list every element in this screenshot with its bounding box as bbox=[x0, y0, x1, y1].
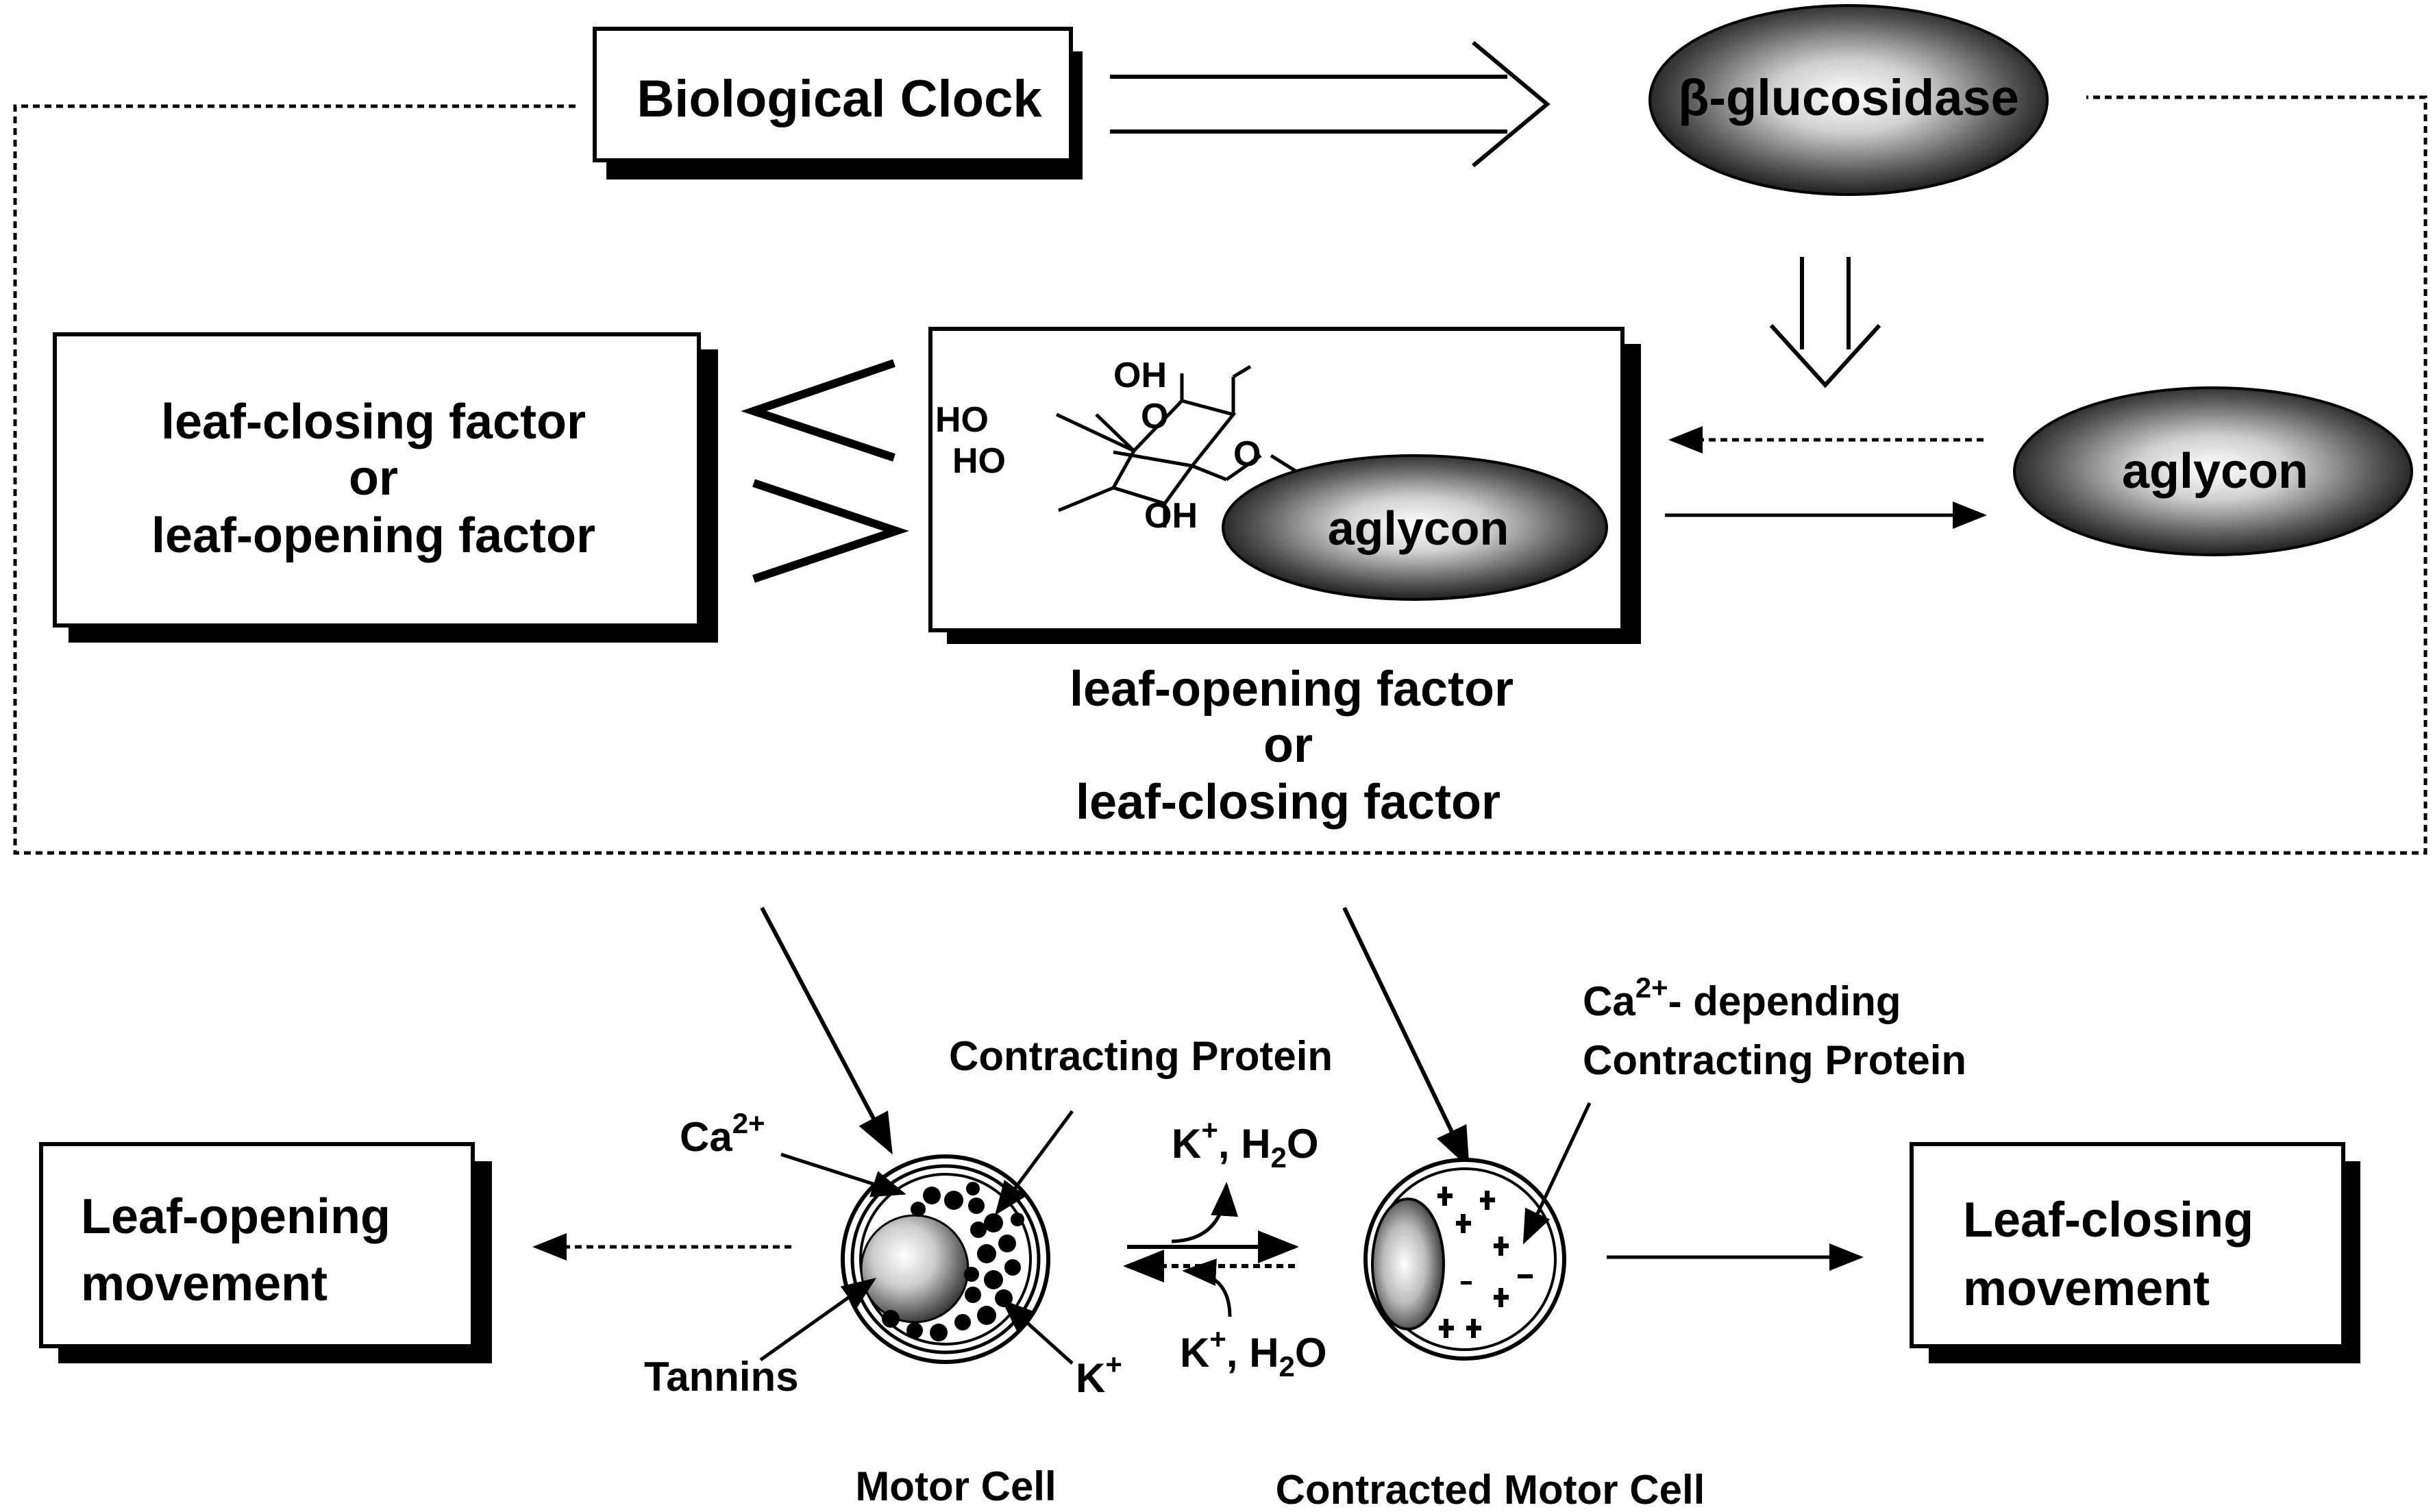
tannins-pointer bbox=[759, 1278, 877, 1362]
motor-cell-vacuole bbox=[860, 1214, 970, 1324]
beta-glucosidase-ellipse: β-glucosidase bbox=[1648, 4, 2049, 196]
k-h2o-bottom-k: K bbox=[1180, 1330, 1209, 1376]
k-h2o-top-charge: + bbox=[1201, 1114, 1218, 1146]
tannins-label: Tannins bbox=[644, 1354, 799, 1400]
glycoside-box: OH HO O HO OH O aglycon bbox=[928, 327, 1641, 644]
center-caption-line1: leaf-opening factor bbox=[1070, 662, 1514, 717]
contracted-motor-cell-label: Contracted Motor Cell bbox=[1276, 1467, 1705, 1512]
ca-depending-pointer bbox=[1522, 1102, 1592, 1245]
center-caption: leaf-opening factor or leaf-closing fact… bbox=[1070, 662, 1514, 830]
k-h2o-top-k: K bbox=[1172, 1121, 1201, 1167]
glycoside-ho-upper: HO bbox=[935, 400, 989, 440]
k-h2o-top-o: O bbox=[1287, 1121, 1319, 1167]
ca-ion-label: Ca2+ bbox=[680, 1107, 765, 1160]
ca-ion-pointer bbox=[780, 1152, 906, 1198]
k-h2o-bottom-charge: + bbox=[1209, 1323, 1226, 1355]
k-ion-pointer bbox=[1001, 1299, 1074, 1365]
glycoside-oh-bottom: OH bbox=[1144, 496, 1198, 536]
clock-to-glucosidase-arrow bbox=[1110, 40, 1551, 168]
glucose-ring bbox=[1055, 364, 1300, 528]
cell-exchange-arrows bbox=[1123, 1182, 1299, 1317]
glycoside-ho-lower: HO bbox=[952, 441, 1006, 481]
k-h2o-top-h: , H bbox=[1218, 1121, 1271, 1167]
left-box-line2: or bbox=[349, 451, 398, 506]
k-h2o-bottom-sub: 2 bbox=[1279, 1350, 1295, 1383]
contracted-protein-marks bbox=[1437, 1187, 1533, 1338]
ca-depending-charge: 2+ bbox=[1635, 971, 1668, 1004]
left-factor-box: leaf-closing factor or leaf-opening fact… bbox=[53, 332, 718, 643]
tannin-granules bbox=[882, 1182, 1024, 1341]
leaf-opening-line1: Leaf-opening bbox=[81, 1189, 391, 1244]
ca-depending-line2: Contracting Protein bbox=[1583, 1037, 1966, 1083]
contracted-cell-vacuole bbox=[1371, 1198, 1445, 1330]
k-ion-charge: + bbox=[1105, 1348, 1122, 1380]
beta-glucosidase-label: β-glucosidase bbox=[1678, 69, 2019, 126]
center-caption-line3: leaf-closing factor bbox=[1076, 775, 1500, 830]
glycoside-link-o: O bbox=[1233, 434, 1261, 474]
k-h2o-bottom-label: K+, H2O bbox=[1180, 1323, 1327, 1383]
k-h2o-bottom-h: , H bbox=[1226, 1330, 1279, 1376]
aglycon-bound-ellipse bbox=[1222, 454, 1608, 601]
glycoside-oh-top: OH bbox=[1113, 356, 1167, 395]
ca-ion-symbol: Ca bbox=[680, 1114, 732, 1160]
contracted-motor-cell bbox=[1363, 1158, 1566, 1361]
biological-clock-label: Biological Clock bbox=[637, 70, 1042, 128]
contracting-protein-label: Contracting Protein bbox=[949, 1033, 1333, 1079]
leaf-opening-line2: movement bbox=[81, 1256, 328, 1311]
contracting-protein-pointer bbox=[995, 1110, 1074, 1216]
equilibrium-chevrons bbox=[741, 359, 909, 583]
k-h2o-top-label: K+, H2O bbox=[1172, 1114, 1319, 1174]
aglycon-free-label: aglycon bbox=[2122, 444, 2308, 499]
feedback-loop-dotted bbox=[13, 95, 2428, 855]
left-box-line3: leaf-opening factor bbox=[151, 508, 595, 563]
leaf-closing-line2: movement bbox=[1963, 1261, 2210, 1316]
k-h2o-bottom-o: O bbox=[1295, 1330, 1327, 1376]
to-contracted-cell-arrow bbox=[1342, 906, 1470, 1169]
ca-depending-suffix: - depending bbox=[1668, 978, 1901, 1024]
motor-cell-label: Motor Cell bbox=[855, 1463, 1056, 1509]
k-h2o-top-sub: 2 bbox=[1271, 1141, 1287, 1174]
leaf-closing-box: Leaf-closing movement bbox=[1910, 1142, 2360, 1363]
ca-depending-line1: Ca2+- depending bbox=[1583, 971, 1901, 1024]
aglycon-free-ellipse: aglycon bbox=[2013, 386, 2413, 556]
left-box-line1: leaf-closing factor bbox=[161, 395, 586, 449]
glucosidase-down-arrow bbox=[1769, 257, 1881, 388]
center-caption-line2: or bbox=[1263, 718, 1313, 773]
leaf-opening-box: Leaf-opening movement bbox=[39, 1142, 492, 1363]
k-ion-label: K+ bbox=[1076, 1348, 1122, 1401]
ca-ion-charge: 2+ bbox=[732, 1107, 765, 1139]
to-motor-cell-arrow bbox=[760, 906, 893, 1155]
k-ion-symbol: K bbox=[1076, 1355, 1105, 1401]
ca-depending-symbol: Ca bbox=[1583, 978, 1635, 1024]
leaf-closing-line1: Leaf-closing bbox=[1963, 1193, 2253, 1248]
glycoside-ring-o: O bbox=[1141, 397, 1168, 436]
biological-clock-box: Biological Clock bbox=[593, 27, 1083, 179]
aglycon-bound-label: aglycon bbox=[1328, 501, 1509, 555]
